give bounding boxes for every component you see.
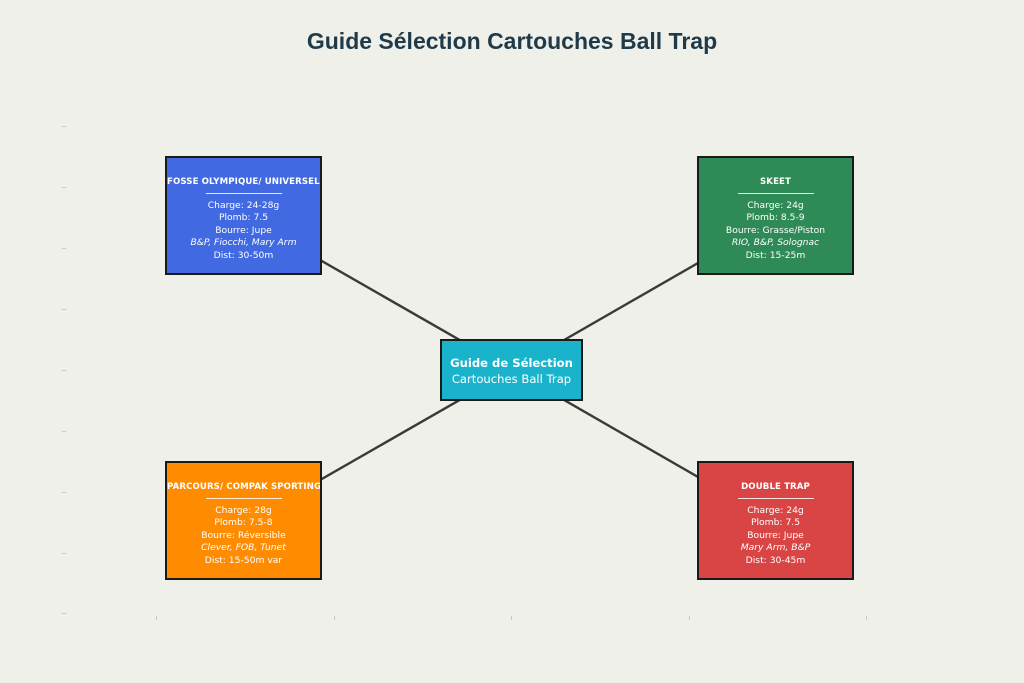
box-charge: Charge: 24g — [747, 505, 804, 516]
box-divider — [205, 193, 282, 194]
axis-tick — [62, 370, 66, 371]
box-brands: B&P, Fiocchi, Mary Arm — [190, 237, 297, 249]
box-brands: Mary Arm, B&P — [740, 542, 811, 554]
box-heading: DOUBLE TRAP — [741, 482, 810, 492]
axis-tick — [62, 492, 66, 493]
axis-tick — [62, 431, 66, 432]
box-skeet: SKEET Charge: 24g Plomb: 8.5-9 Bourre: G… — [697, 156, 854, 275]
axis-tick — [62, 553, 66, 554]
box-dist: Dist: 15-50m var — [204, 554, 283, 566]
box-fosse-olympique: FOSSE OLYMPIQUE/ UNIVERSELLE Charge: 24-… — [165, 156, 322, 275]
box-charge: Charge: 24-28g — [207, 200, 280, 211]
box-dist: Dist: 30-45m — [745, 554, 806, 566]
box-parcours-compak: PARCOURS/ COMPAK SPORTING Charge: 28g Pl… — [165, 461, 322, 580]
axis-tick — [156, 616, 157, 620]
axis-tick — [866, 616, 867, 620]
box-bourre: Bourre: Réversible — [201, 529, 286, 541]
box-heading: FOSSE OLYMPIQUE/ UNIVERSELLE — [167, 177, 322, 187]
box-plomb: Plomb: 8.5-9 — [746, 212, 805, 224]
box-brands: Clever, FOB, Tunet — [201, 542, 286, 554]
box-divider — [737, 193, 814, 194]
center-subtitle: Cartouches Ball Trap — [451, 372, 572, 386]
box-divider — [737, 498, 814, 499]
box-charge: Charge: 24g — [747, 200, 804, 211]
axis-tick — [689, 616, 690, 620]
box-dist: Dist: 15-25m — [745, 249, 806, 261]
axis-tick — [62, 309, 66, 310]
box-double-trap: DOUBLE TRAP Charge: 24g Plomb: 7.5 Bourr… — [697, 461, 854, 580]
box-plomb: Plomb: 7.5 — [750, 517, 801, 529]
axis-tick — [62, 187, 66, 188]
box-divider — [205, 498, 282, 499]
box-brands: RIO, B&P, Solognac — [731, 237, 820, 249]
axis-tick — [511, 616, 512, 620]
axis-tick — [62, 126, 66, 127]
box-bourre: Bourre: Grasse/Piston — [725, 224, 826, 236]
box-bourre: Bourre: Jupe — [215, 224, 272, 236]
diagram-title: Guide Sélection Cartouches Ball Trap — [306, 28, 718, 54]
axis-tick — [62, 613, 66, 614]
box-plomb: Plomb: 7.5 — [218, 212, 269, 224]
box-dist: Dist: 30-50m — [213, 249, 274, 261]
box-heading: PARCOURS/ COMPAK SPORTING — [167, 482, 322, 492]
axis-tick — [334, 616, 335, 620]
axis-tick — [62, 248, 66, 249]
box-heading: SKEET — [760, 177, 791, 187]
center-node: Guide de Sélection Cartouches Ball Trap — [440, 339, 583, 401]
box-bourre: Bourre: Jupe — [747, 529, 804, 541]
center-title: Guide de Sélection — [450, 356, 573, 370]
box-charge: Charge: 28g — [215, 505, 272, 516]
box-plomb: Plomb: 7.5-8 — [214, 517, 273, 529]
